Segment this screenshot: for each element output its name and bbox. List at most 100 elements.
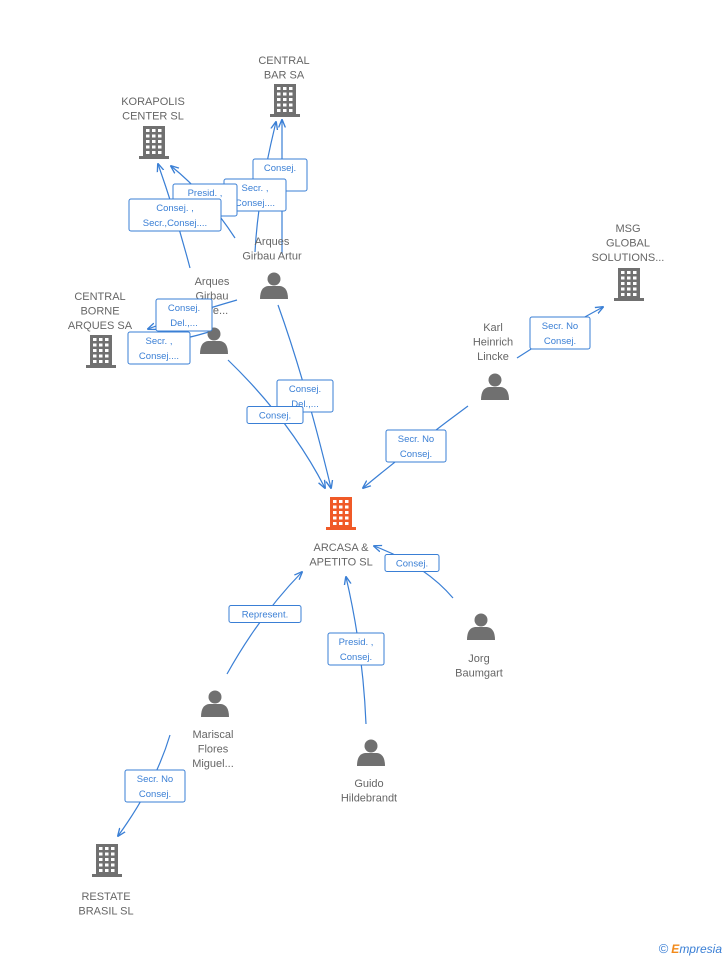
node-label: APETITO SL: [309, 557, 372, 569]
node-label: RESTATE: [81, 891, 130, 903]
person-icon: [201, 690, 229, 717]
node-label: Lincke: [477, 351, 509, 363]
empresia-watermark[interactable]: ©Empresia: [659, 941, 722, 956]
node-label: Flores: [198, 744, 229, 756]
company-node[interactable]: ARCASA & APETITO SL: [309, 497, 373, 569]
edge-label-box: [155, 298, 213, 332]
company-node[interactable]: CENTRAL BAR SA: [258, 55, 310, 117]
node-label: Guido: [354, 778, 383, 790]
node-label: ARQUES SA: [68, 320, 133, 332]
node-label: Mariscal: [193, 729, 234, 741]
node-label: CENTER SL: [122, 111, 184, 123]
node-label: BORNE: [80, 306, 119, 318]
node-label: Jorg: [468, 653, 489, 665]
edge-label-box: [529, 316, 591, 350]
edge-label-text: Secr.,Consej....: [143, 218, 207, 229]
person-icon: [260, 272, 288, 299]
edge-label-text: Consej.: [340, 652, 372, 663]
edge-label[interactable]: Consej. Del.,...: [155, 298, 213, 332]
node-label: Girbau Artur: [242, 251, 302, 263]
edge-label[interactable]: Secr. No Consej.: [385, 429, 447, 463]
edge-label[interactable]: Represent.: [228, 605, 302, 623]
edge-label-text: Secr. No: [542, 321, 578, 332]
edge-labels-layer: Consej.Del.,...Consej.Secr. NoConsej.Con…: [124, 158, 591, 803]
edge-label-box: [384, 554, 440, 572]
copyright-icon: ©: [658, 941, 669, 956]
building-icon: [92, 844, 122, 877]
edge-label[interactable]: Secr. No Consej.: [124, 769, 186, 803]
edge-label-text: Consej....: [235, 198, 275, 209]
node-label: Baumgart: [455, 668, 503, 680]
edge-label-text: Presid. ,: [188, 188, 223, 199]
edge-label-text: Represent.: [242, 610, 288, 621]
edge-label-box: [246, 406, 304, 424]
brand-name: mpresia: [679, 942, 722, 956]
edge-label-text: Consej.: [168, 303, 200, 314]
edge-label-box: [127, 331, 191, 365]
person-node[interactable]: MariscalFloresMiguel...: [192, 690, 234, 771]
edge-label-text: Consej.: [544, 336, 576, 347]
company-node[interactable]: MSG GLOBAL SOLUTIONS...: [592, 223, 665, 301]
edge-label-box: [276, 379, 334, 413]
edge-label-box: [128, 198, 222, 232]
edge-label-text: Consej.: [396, 559, 428, 570]
edge-label[interactable]: Consej.: [246, 406, 304, 424]
company-node[interactable]: CENTRAL BORNE ARQUES SA: [68, 291, 133, 368]
node-label: CENTRAL: [258, 55, 309, 67]
edge-label[interactable]: Consej. , Secr.,Consej....: [128, 198, 222, 232]
node-label: Hildebrandt: [341, 793, 397, 805]
company-node[interactable]: KORAPOLIS CENTER SL: [121, 96, 185, 159]
edge-label-box: [228, 605, 302, 623]
edge-label[interactable]: Consej.: [384, 554, 440, 572]
node-label: Heinrich: [473, 337, 513, 349]
node-label: BAR SA: [264, 70, 305, 82]
person-icon: [357, 739, 385, 766]
edge-label[interactable]: Consej. Del.,...: [276, 379, 334, 413]
edge-label-text: Consej.: [259, 411, 291, 422]
edge-label-text: Consej.: [289, 384, 321, 395]
person-icon: [467, 613, 495, 640]
node-label: ARCASA &: [313, 542, 369, 554]
node-label: Miguel...: [192, 758, 234, 770]
edge-label-text: Consej.: [264, 163, 296, 174]
edge-label-text: Secr. ,: [146, 336, 173, 347]
person-icon: [481, 373, 509, 400]
node-label: SOLUTIONS...: [592, 252, 665, 264]
edge-label-box: [385, 429, 447, 463]
node-label: CENTRAL: [74, 291, 125, 303]
building-icon: [86, 335, 116, 368]
node-label: Arques: [195, 276, 230, 288]
edge-label-text: Del.,...: [291, 399, 318, 410]
edge-label-box: [124, 769, 186, 803]
node-label: GLOBAL: [606, 238, 650, 250]
edge-label-text: Secr. No: [398, 434, 434, 445]
edge-label-text: Consej.: [400, 449, 432, 460]
edge-label-text: Consej. ,: [156, 203, 194, 214]
edge-label[interactable]: Secr. , Consej....: [127, 331, 191, 365]
edge-label[interactable]: Secr. No Consej.: [529, 316, 591, 350]
edge-label-text: Del.,...: [170, 318, 197, 329]
edge-label-text: Consej.: [139, 789, 171, 800]
building-icon: [270, 84, 300, 117]
brand-initial: E: [671, 942, 680, 956]
node-label: KORAPOLIS: [121, 96, 185, 108]
edge-label-text: Consej....: [139, 351, 179, 362]
node-label: Karl: [483, 322, 503, 334]
building-icon: [614, 268, 644, 301]
node-label: BRASIL SL: [78, 906, 133, 918]
node-label: Arques: [255, 236, 290, 248]
edge-label-text: Secr. ,: [242, 183, 269, 194]
edge-label-text: Presid. ,: [339, 637, 374, 648]
nodes-layer: ARCASA & APETITO SL CENTRAL BAR SA KORAPOLIS…: [68, 55, 664, 918]
company-node[interactable]: RESTATE BRASIL SL: [78, 844, 134, 918]
node-label: MSG: [615, 223, 640, 235]
edge-label[interactable]: Presid. , Consej.: [327, 632, 385, 666]
edge-label-text: Secr. No: [137, 774, 173, 785]
edge-label-box: [327, 632, 385, 666]
building-icon: [326, 497, 356, 530]
